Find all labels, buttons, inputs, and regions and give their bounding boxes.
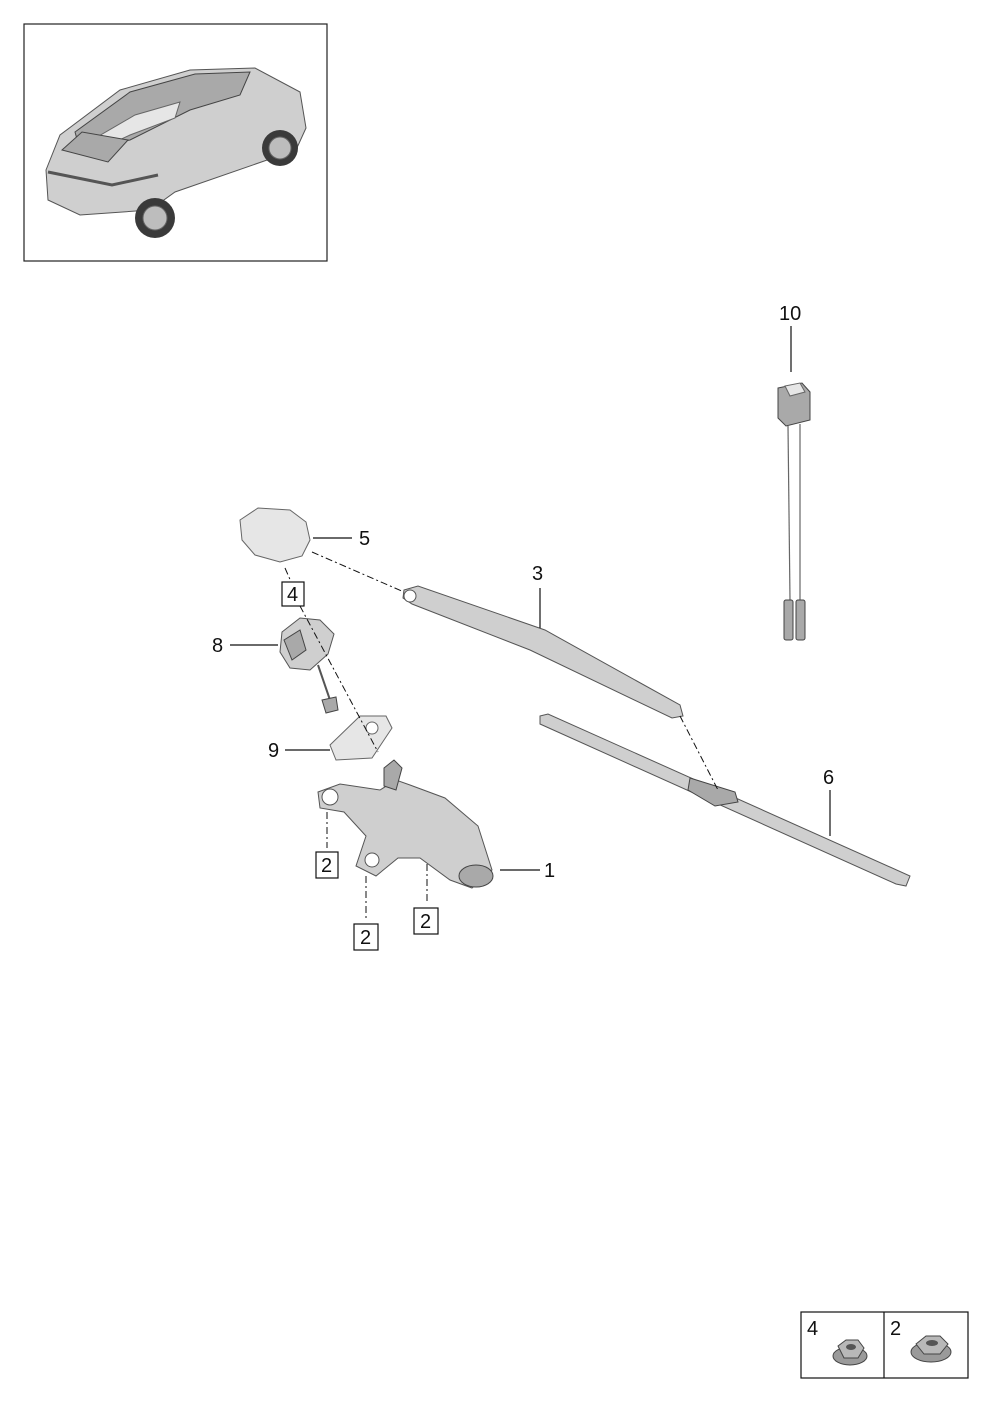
part-9-seal — [285, 715, 393, 761]
vehicle-thumbnail — [23, 23, 328, 262]
boxed-ref-2-bottom: 2 — [353, 923, 379, 951]
part-3-wiper-arm — [402, 585, 684, 719]
callout-labels: 1 3 5 6 8 9 10 — [212, 303, 834, 882]
svg-text:2: 2 — [420, 911, 431, 933]
boxed-ref-2-right: 2 — [413, 907, 439, 935]
part-6-wiper-blade — [539, 713, 911, 887]
flange-nut-icon — [832, 1339, 868, 1366]
part-5-cap — [239, 507, 352, 563]
callout-5: 5 — [359, 528, 370, 550]
hex-nut-icon — [910, 1335, 952, 1363]
part-1-wiper-motor — [317, 759, 540, 889]
callout-1: 1 — [544, 860, 555, 882]
suv-rear-three-quarter-icon — [45, 67, 307, 238]
boxed-ref-4: 4 — [281, 581, 305, 607]
boxed-references: 4 2 2 2 — [281, 581, 439, 951]
assembly-lines — [284, 551, 719, 920]
callout-9: 9 — [268, 740, 279, 762]
svg-text:2: 2 — [360, 927, 371, 949]
part-10-connector — [777, 326, 811, 641]
callout-10: 10 — [779, 303, 801, 325]
part-8-cover — [230, 617, 339, 714]
svg-text:2: 2 — [321, 855, 332, 877]
callout-8: 8 — [212, 635, 223, 657]
boxed-ref-2-left: 2 — [315, 851, 339, 879]
svg-text:4: 4 — [287, 584, 298, 606]
callout-6: 6 — [823, 767, 834, 789]
legend-number-2: 2 — [890, 1318, 901, 1340]
fastener-legend: 4 2 — [800, 1311, 969, 1379]
callout-3: 3 — [532, 563, 543, 585]
legend-number-4: 4 — [807, 1318, 818, 1340]
